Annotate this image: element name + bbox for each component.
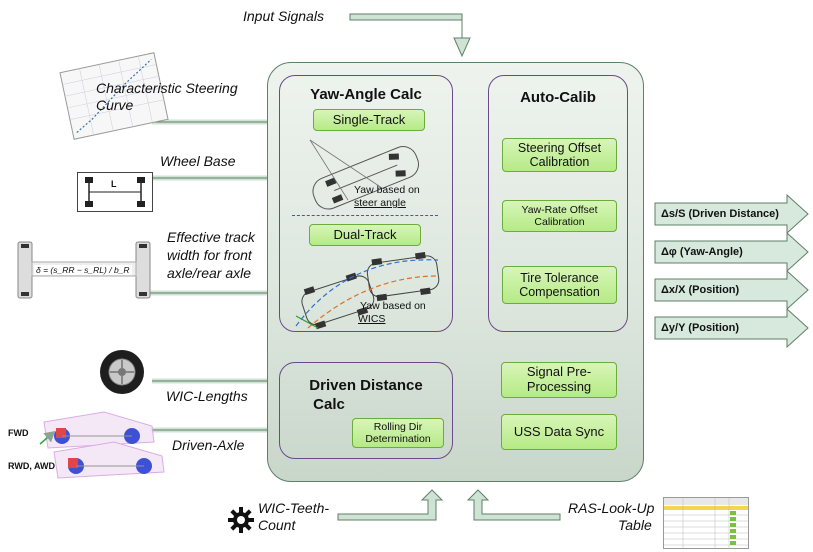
steering-curve-thumbnail xyxy=(59,52,169,140)
wic-lengths-label: WIC-Lengths xyxy=(166,388,248,404)
driven-distance-panel xyxy=(279,362,453,459)
ras-label-2: Table xyxy=(618,517,652,533)
track-width-label-2: width for front xyxy=(167,247,252,263)
yaw-note-2-line2: WICS xyxy=(358,313,386,326)
output-label-yaw-angle: Δφ (Yaw-Angle) xyxy=(661,246,743,258)
yaw-note-1: Yaw based on steer angle xyxy=(354,184,420,210)
output-label-driven-distance: Δs/S (Driven Distance) xyxy=(661,208,779,220)
wheel-base-icon xyxy=(77,172,153,212)
ras-arrow xyxy=(466,489,561,521)
rwd-awd-label: RWD, AWD xyxy=(8,461,55,471)
wheel-base-label: Wheel Base xyxy=(160,153,236,169)
auto-calib-title: Auto-Calib xyxy=(520,89,596,106)
signal-preprocessing-button[interactable]: Signal Pre-Processing xyxy=(501,362,617,398)
wic-teeth-arrow xyxy=(337,489,444,521)
uss-data-sync-button[interactable]: USS Data Sync xyxy=(501,414,617,450)
yaw-note-2-line1: Yaw based on xyxy=(360,300,426,312)
single-track-diagram xyxy=(309,139,420,210)
output-arrow-4 xyxy=(654,307,809,349)
track-width-label-1: Effective track xyxy=(167,229,255,245)
wic-teeth-label-2: Count xyxy=(258,517,296,533)
track-width-formula: δ = (s_RR − s_RL) / b_R xyxy=(34,265,132,275)
yaw-note-1-line2: steer angle xyxy=(354,197,406,210)
fwd-label: FWD xyxy=(8,428,29,438)
output-arrow-3 xyxy=(654,269,809,311)
tire-tolerance-button[interactable]: Tire Tolerance Compensation xyxy=(502,266,617,304)
steering-curve-label-2: Curve xyxy=(96,97,134,113)
yaw-divider xyxy=(292,215,438,216)
output-arrows xyxy=(654,193,809,349)
rolling-dir-button[interactable]: Rolling Dir Determination xyxy=(352,418,444,448)
output-arrow-1 xyxy=(654,193,809,235)
driven-axle-label: Driven-Axle xyxy=(172,437,245,453)
ras-label-1: RAS-Look-Up xyxy=(568,500,655,516)
steering-offset-button[interactable]: Steering Offset Calibration xyxy=(502,138,617,172)
output-label-x-position: Δx/X (Position) xyxy=(661,284,740,296)
driven-distance-title-1: Driven Distance xyxy=(309,377,423,394)
drivetrain-icon xyxy=(39,411,165,479)
tire-icon xyxy=(100,350,144,394)
yaw-angle-title: Yaw-Angle Calc xyxy=(310,86,422,103)
single-track-button[interactable]: Single-Track xyxy=(313,109,425,131)
input-signals-arrow xyxy=(349,13,471,58)
output-arrow-2 xyxy=(654,231,809,273)
track-width-label-3: axle/rear axle xyxy=(167,265,252,281)
input-signals-label: Input Signals xyxy=(243,8,324,24)
yaw-angle-panel xyxy=(279,75,453,332)
driven-distance-title-2: Calc xyxy=(313,396,345,413)
wic-teeth-label-1: WIC-Teeth- xyxy=(258,500,330,516)
steering-curve-label-1: Characteristic Steering xyxy=(96,80,238,96)
wheel-base-symbol: L xyxy=(111,179,117,189)
output-label-y-position: Δy/Y (Position) xyxy=(661,322,739,334)
yaw-note-2: Yaw based on WICS xyxy=(358,300,426,326)
dual-track-button[interactable]: Dual-Track xyxy=(309,224,421,246)
yaw-note-1-line1: Yaw based on xyxy=(354,184,420,196)
dual-track-diagram xyxy=(295,252,440,330)
lookup-table-thumbnail xyxy=(663,497,749,549)
gear-icon xyxy=(228,507,254,533)
auto-calib-panel xyxy=(488,75,628,332)
yaw-rate-offset-button[interactable]: Yaw-Rate Offset Calibration xyxy=(502,200,617,232)
